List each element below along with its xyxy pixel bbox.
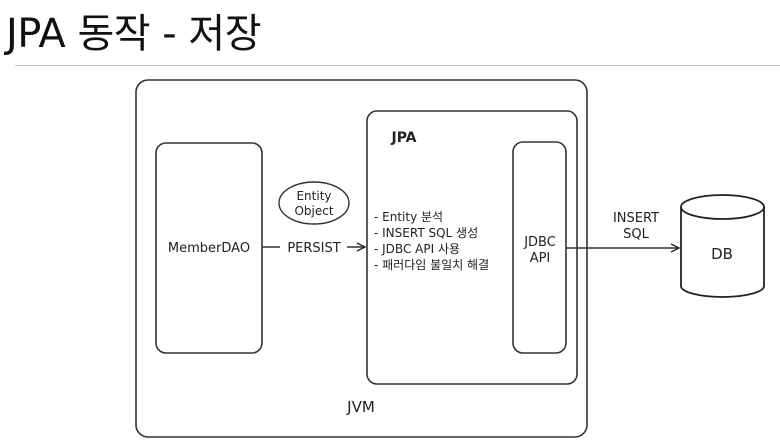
jdbc-api-line1: JDBC xyxy=(523,235,556,250)
member-dao-label: MemberDAO xyxy=(168,241,250,256)
insert-sql-line1: INSERT xyxy=(613,211,659,226)
jpa-step: - 패러다임 불일치 해결 xyxy=(374,258,489,272)
jvm-container xyxy=(135,79,588,438)
insert-sql-line2: SQL xyxy=(623,227,649,242)
persist-label: PERSIST xyxy=(287,241,340,256)
jdbc-api-line2: API xyxy=(530,251,551,266)
jpa-label: JPA xyxy=(390,130,416,146)
entity-object-line2: Object xyxy=(294,204,333,218)
jpa-step: - JDBC API 사용 xyxy=(374,242,460,256)
member-dao-box xyxy=(155,142,263,354)
jvm-label: JVM xyxy=(346,398,375,416)
entity-object-ellipse xyxy=(278,181,350,225)
entity-object-line1: Entity xyxy=(296,189,331,203)
jpa-step: - Entity 분석 xyxy=(374,210,443,224)
jpa-step: - INSERT SQL 생성 xyxy=(374,226,478,240)
page-title: JPA 동작 - 저장 xyxy=(6,11,262,57)
title-divider xyxy=(15,65,780,66)
db-cylinder xyxy=(680,194,765,298)
db-label: DB xyxy=(711,245,733,263)
